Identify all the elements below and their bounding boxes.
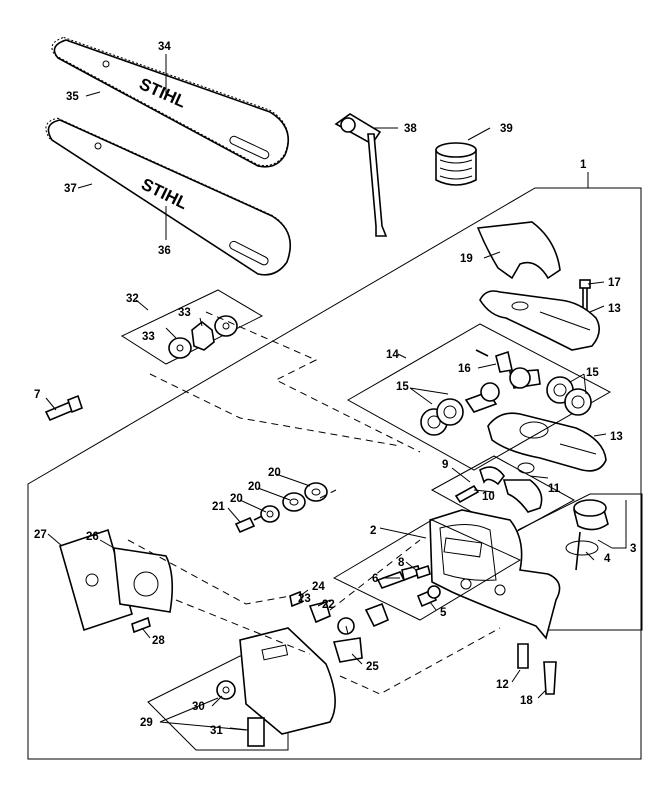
callout-33-lower: 33 — [142, 331, 155, 343]
callout-8: 8 — [398, 557, 405, 569]
chain-tensioner-parts — [289, 590, 390, 663]
adjusting-screws — [376, 564, 441, 608]
group-3-frame — [517, 493, 643, 631]
callout-1: 1 — [580, 159, 587, 171]
callout-20-b: 20 — [248, 481, 261, 493]
callout-15-right: 15 — [586, 367, 599, 379]
callout-23: 23 — [298, 593, 311, 605]
callout-30: 30 — [192, 701, 205, 713]
callout-29: 29 — [140, 717, 153, 729]
callout-36: 36 — [158, 245, 171, 257]
assembly-frame — [27, 187, 642, 760]
washers — [234, 482, 328, 534]
leader-lines — [45, 54, 627, 731]
gear-housing-lower — [487, 412, 607, 472]
callout-12: 12 — [496, 679, 509, 691]
callout-6: 6 — [372, 573, 378, 585]
callout-20-a: 20 — [268, 467, 281, 479]
callout-13-upper: 13 — [608, 303, 621, 315]
callout-3: 3 — [630, 543, 636, 555]
callout-labels: 1 2 3 4 5 6 7 8 9 10 11 12 13 13 14 15 1… — [34, 41, 636, 737]
callout-31: 31 — [210, 725, 223, 737]
callout-4: 4 — [604, 553, 611, 565]
sprocket-cover — [216, 627, 336, 747]
chain-guide-plates — [59, 528, 174, 632]
assembly-guide-lines — [127, 311, 501, 695]
group-14-frame — [346, 323, 612, 471]
callout-28: 28 — [152, 635, 165, 647]
callout-38: 38 — [404, 123, 417, 135]
oil-tank-cap — [565, 499, 609, 571]
rim-sprocket-set — [168, 315, 238, 359]
callout-13-lower: 13 — [610, 431, 623, 443]
callout-24: 24 — [312, 581, 325, 593]
oil-pump-parts — [454, 462, 543, 513]
callout-39: 39 — [500, 123, 513, 135]
callout-18: 18 — [520, 695, 533, 707]
screw-7 — [44, 394, 83, 422]
screw-28 — [131, 616, 151, 634]
callout-20-c: 20 — [230, 493, 243, 505]
group-2-frame — [332, 519, 522, 621]
combination-wrench — [334, 113, 388, 237]
callout-34: 34 — [158, 41, 171, 53]
callout-37: 37 — [64, 183, 77, 195]
callout-26: 26 — [86, 531, 99, 543]
callout-21: 21 — [212, 501, 225, 513]
callout-14: 14 — [386, 349, 399, 361]
callout-33-upper: 33 — [178, 307, 191, 319]
callout-15-left: 15 — [396, 381, 409, 393]
gear-housing-upper — [479, 290, 600, 351]
callout-10: 10 — [482, 491, 495, 503]
sprocket-housing — [429, 509, 561, 640]
callout-32: 32 — [126, 293, 139, 305]
guide-bar-upper: STIHL — [51, 36, 289, 168]
callout-9: 9 — [442, 459, 448, 471]
callout-11: 11 — [548, 483, 561, 495]
callout-25: 25 — [366, 661, 379, 673]
callout-27: 27 — [34, 529, 47, 541]
callout-19: 19 — [460, 253, 473, 265]
callout-2: 2 — [370, 525, 376, 537]
group-32-frame — [120, 289, 264, 365]
callout-5: 5 — [440, 607, 447, 619]
grease-tube — [435, 142, 477, 186]
bearing-set — [420, 349, 592, 436]
callout-7: 7 — [34, 389, 40, 401]
gear-cover — [476, 221, 561, 280]
callout-22: 22 — [322, 599, 335, 611]
callout-35: 35 — [66, 91, 79, 103]
pin-12 — [517, 643, 529, 669]
callout-17: 17 — [608, 277, 621, 289]
screw-18 — [543, 661, 557, 695]
callout-16: 16 — [458, 363, 471, 375]
